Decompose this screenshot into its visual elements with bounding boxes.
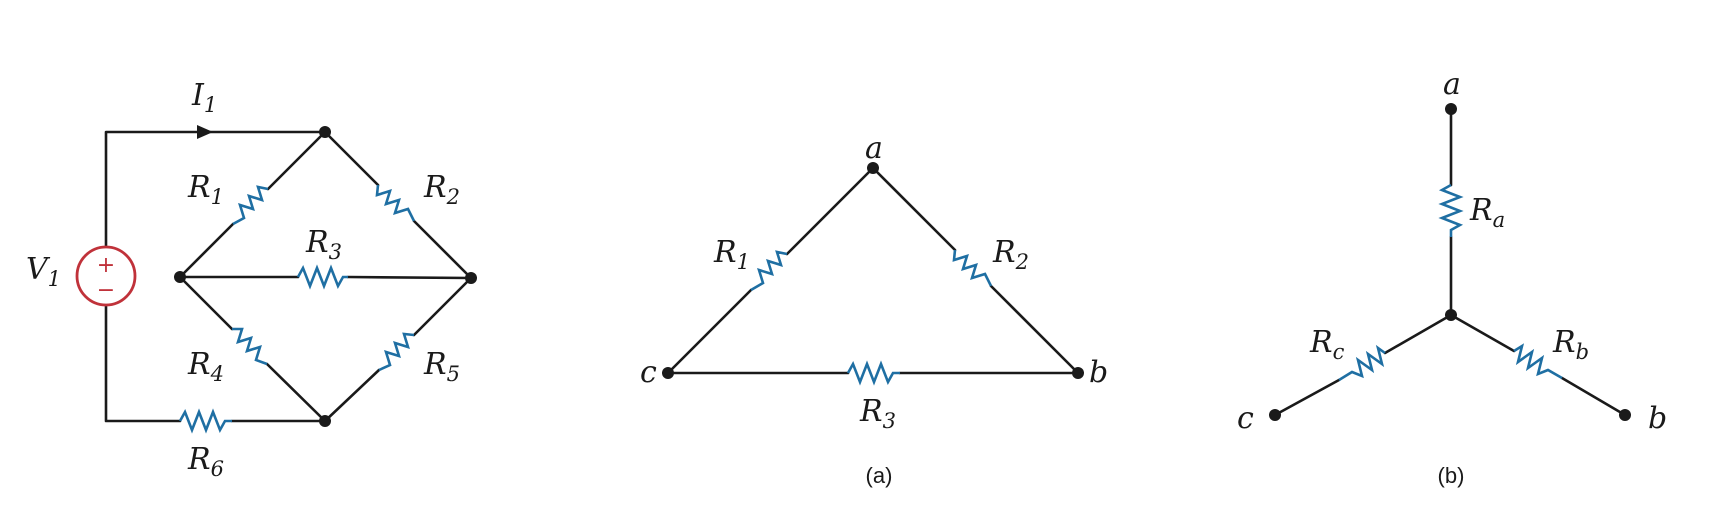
label-v1: V1 [26,252,61,291]
delta-label-node-b: b [1089,355,1108,390]
label-bridge-r6-name: R [187,442,211,477]
delta-resistor-r2 [952,249,993,287]
bridge-resistor-r5 [378,332,415,372]
voltage-source [75,245,137,307]
label-i1-sub: 1 [204,93,217,117]
label-bridge-r4: R4 [187,347,224,386]
label-bridge-r5-sub: 5 [447,362,460,386]
label-bridge-r1-name: R [187,170,211,205]
label-bridge-r5-name: R [423,347,447,382]
label-bridge-r5: R5 [423,347,460,386]
bridge-wire-bottom [104,296,327,423]
delta-label-r1: R1 [713,235,750,274]
bridge-resistor-r6 [178,408,232,434]
wye-resistor-rc [1338,344,1386,382]
label-bridge-r3-name: R [305,225,329,260]
delta-label-r1-sub: 1 [737,250,750,274]
wye-label-rb: Rb [1552,325,1589,364]
wye-label-node-b: b [1648,401,1667,436]
wye-label-ra-name: R [1469,193,1493,228]
wye-label-rb-sub: b [1576,340,1589,364]
delta-node-a [867,162,879,174]
voltage-source-plus-sign: + [97,253,115,278]
caption-b: (b) [1438,463,1465,488]
delta-resistor-r1 [750,250,788,292]
caption-a: (a) [866,463,893,488]
label-bridge-r4-name: R [187,347,211,382]
current-arrow [197,125,213,139]
voltage-source-minus-sign: − [97,278,115,303]
bridge-node-left [174,271,186,283]
label-bridge-r2-name: R [423,170,447,205]
delta-label-r3-name: R [859,394,883,429]
delta-label-r3-sub: 3 [883,409,896,433]
bridge-resistor-r4 [232,327,268,366]
wye-label-ra: Ra [1469,193,1505,232]
delta-network: a b c R1 R2 R3 (a) [640,131,1108,488]
delta-label-node-a: a [865,131,883,166]
label-bridge-r1-sub: 1 [211,185,224,209]
bridge-resistor-r2 [375,184,416,222]
wye-wire-rc [1273,313,1453,417]
wye-label-node-c: c [1237,401,1254,436]
label-bridge-r3-sub: 3 [329,240,342,264]
wye-node-b [1619,409,1631,421]
bridge-node-right [465,272,477,284]
delta-label-r2-name: R [992,235,1016,270]
bridge-circuit: + − V1 I1 R1 R2 R3 R4 R5 R6 [26,78,477,481]
wye-label-ra-sub: a [1493,208,1506,232]
delta-wire-r1 [666,166,875,375]
delta-node-c [662,367,674,379]
delta-label-r1-name: R [713,235,737,270]
wye-label-node-a: a [1443,67,1461,102]
label-bridge-r4-sub: 4 [210,362,224,386]
label-v1-name: V [26,252,51,287]
bridge-wire-r2 [323,130,473,280]
wye-label-rc: Rc [1309,325,1345,364]
delta-label-node-c: c [640,355,657,390]
bridge-wire-r1 [178,130,327,279]
label-bridge-r1: R1 [187,170,224,209]
label-bridge-r2: R2 [423,170,460,209]
delta-node-b [1072,367,1084,379]
label-i1: I1 [191,78,217,117]
wye-node-center [1445,309,1457,321]
bridge-wire-top [104,130,327,280]
delta-label-r3: R3 [859,394,896,433]
label-bridge-r6-sub: 6 [211,457,224,481]
wye-wire-rb [1449,313,1627,417]
delta-resistor-r3 [846,360,900,386]
wye-label-rc-name: R [1309,325,1333,360]
bridge-node-top [319,126,331,138]
wye-node-c [1269,409,1281,421]
delta-label-r2-sub: 2 [1015,250,1029,274]
delta-label-r2: R2 [992,235,1029,274]
delta-wire-r2 [871,166,1080,375]
bridge-wire-r5 [323,276,473,423]
wye-resistor-ra [1438,183,1464,237]
label-bridge-r6: R6 [187,442,224,481]
wye-resistor-rb [1513,343,1563,380]
label-i1-name: I [191,78,205,113]
wye-node-a [1445,103,1457,115]
label-bridge-r2-sub: 2 [446,185,460,209]
bridge-node-bottom [319,415,331,427]
bridge-resistor-r1 [232,185,269,226]
wye-label-rb-name: R [1552,325,1576,360]
bridge-resistor-r3 [296,264,348,290]
bridge-wire-r3 [178,275,473,280]
bridge-wire-r4 [178,275,327,423]
wye-label-rc-sub: c [1333,340,1345,364]
wye-network: a b c Ra Rb Rc (b) [1237,67,1667,488]
label-v1-sub: 1 [48,267,61,291]
label-bridge-r3: R3 [305,225,342,264]
